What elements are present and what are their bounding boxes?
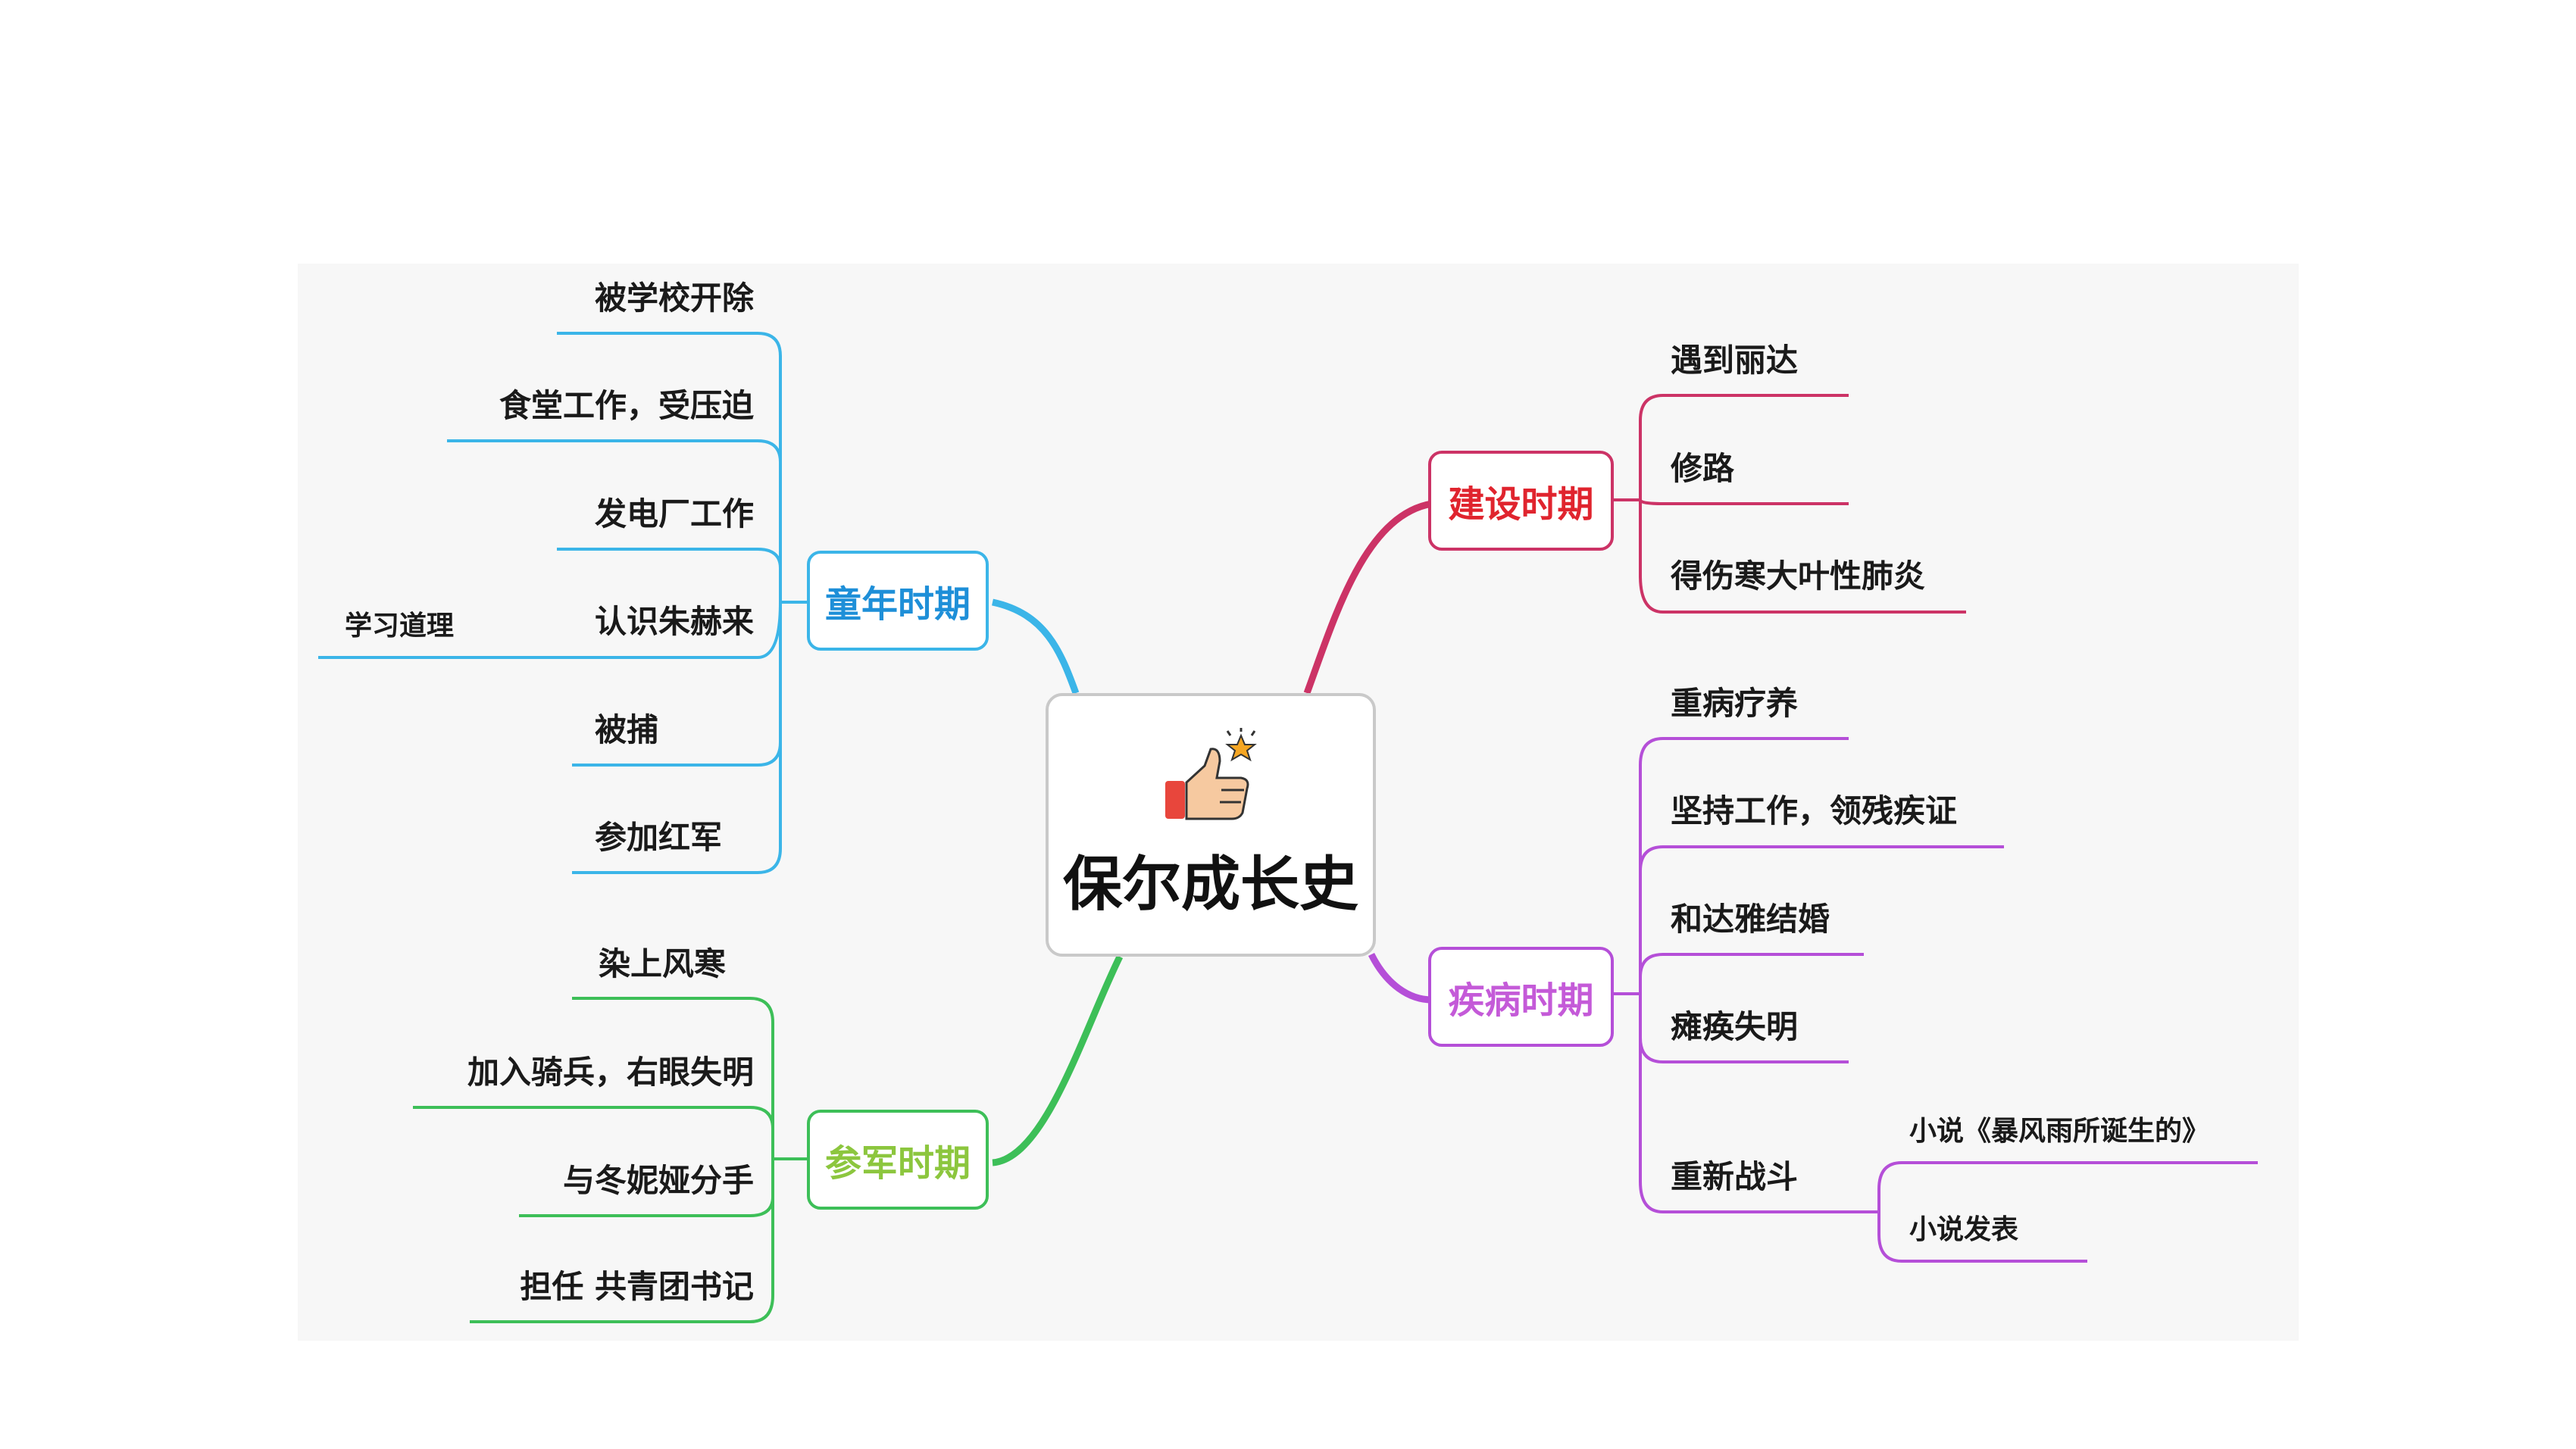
subleaf-illness-1[interactable]: 小说《暴风雨所诞生的》 [1909, 1115, 2210, 1147]
leaf-childhood-4[interactable]: 认识朱赫来 [594, 603, 754, 640]
branch-illness[interactable]: 疾病时期 [1428, 947, 1614, 1047]
central-topic-title: 保尔成长史 [1062, 850, 1358, 919]
leaf-childhood-3[interactable]: 发电厂工作 [594, 495, 754, 532]
connector-childhood [992, 598, 1080, 695]
leaf-army-2[interactable]: 加入骑兵，右眼失明 [467, 1054, 754, 1091]
leaf-childhood-2[interactable]: 食堂工作，受压迫 [499, 387, 754, 424]
branch-construction[interactable]: 建设时期 [1428, 451, 1614, 551]
leaf-childhood-1[interactable]: 被学校开除 [594, 279, 754, 317]
leaf-illness-4[interactable]: 瘫痪失明 [1671, 1008, 1799, 1045]
childhood-leaf-lines [318, 332, 807, 874]
leaf-construction-2[interactable]: 修路 [1671, 450, 1735, 487]
connector-construction [1303, 500, 1433, 695]
subleaf-illness-2[interactable]: 小说发表 [1909, 1213, 2019, 1245]
leaf-illness-5[interactable]: 重新战斗 [1671, 1158, 1799, 1195]
leaf-construction-1[interactable]: 遇到丽达 [1671, 342, 1799, 379]
branch-army[interactable]: 参军时期 [807, 1110, 989, 1210]
connector-illness [1368, 952, 1433, 1004]
leaf-construction-3[interactable]: 得伤寒大叶性肺炎 [1671, 557, 1926, 595]
leaf-illness-3[interactable]: 和达雅结婚 [1671, 901, 1830, 938]
leaf-army-1[interactable]: 染上风寒 [599, 945, 727, 982]
illness-leaf-lines [1610, 737, 2258, 1263]
construction-leaf-lines [1610, 394, 1966, 614]
leaf-illness-2[interactable]: 坚持工作，领残疾证 [1671, 792, 1958, 829]
leaf-childhood-5[interactable]: 被捕 [595, 711, 659, 748]
leaf-army-4[interactable]: 担任 共青团书记 [520, 1268, 754, 1305]
central-topic[interactable]: 保尔成长史 [1046, 693, 1376, 957]
leaf-illness-1[interactable]: 重病疗养 [1671, 685, 1799, 722]
subleaf-childhood-1[interactable]: 学习道理 [345, 610, 455, 642]
leaf-childhood-6[interactable]: 参加红军 [595, 819, 723, 856]
thumbs-up-star-icon [1165, 728, 1257, 820]
connector-army [992, 955, 1124, 1166]
army-leaf-lines [413, 997, 807, 1323]
branch-childhood[interactable]: 童年时期 [807, 551, 989, 651]
leaf-army-3[interactable]: 与冬妮娅分手 [562, 1162, 754, 1199]
